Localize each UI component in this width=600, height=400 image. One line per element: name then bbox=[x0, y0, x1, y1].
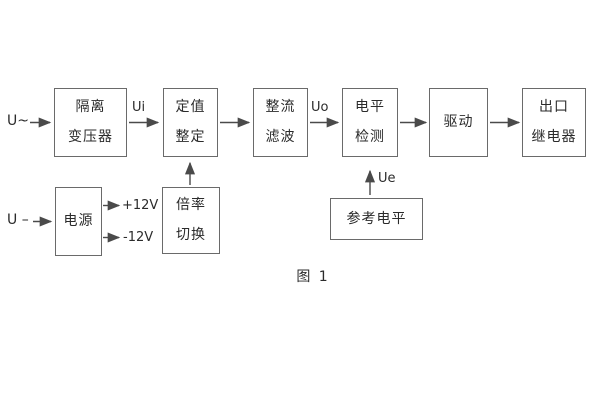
label-ui: Ui bbox=[132, 100, 146, 115]
block-isolation-transformer: 隔离 变压器 bbox=[54, 88, 127, 157]
block-setting-adjust: 定值 整定 bbox=[163, 88, 218, 157]
block-label: 出口 bbox=[539, 99, 569, 115]
label-minus-12v: -12V bbox=[123, 230, 154, 245]
block-label: 驱动 bbox=[443, 114, 474, 130]
block-label: 电平 bbox=[355, 99, 385, 115]
block-level-detect: 电平 检测 bbox=[342, 88, 398, 157]
block-label: 整流 bbox=[265, 99, 296, 115]
label-input-ac: U~ bbox=[7, 113, 29, 129]
label-uo: Uo bbox=[311, 100, 329, 115]
figure-caption: 图 1 bbox=[296, 269, 330, 285]
label-input-dc: U – bbox=[7, 212, 29, 228]
block-label: 切换 bbox=[176, 227, 206, 243]
block-rectify-filter: 整流 滤波 bbox=[253, 88, 308, 157]
block-label: 变压器 bbox=[68, 129, 113, 145]
block-label: 倍率 bbox=[176, 197, 206, 213]
block-reference-level: 参考电平 bbox=[330, 198, 423, 240]
label-plus-12v: +12V bbox=[122, 198, 159, 213]
block-label: 电源 bbox=[63, 213, 94, 229]
block-drive: 驱动 bbox=[429, 88, 488, 157]
label-ue: Ue bbox=[378, 171, 396, 186]
block-label: 参考电平 bbox=[346, 210, 407, 227]
block-label: 检测 bbox=[355, 129, 385, 145]
block-label: 滤波 bbox=[265, 129, 296, 145]
block-output-relay: 出口 继电器 bbox=[522, 88, 586, 157]
block-label: 整定 bbox=[175, 129, 206, 145]
block-ratio-switch: 倍率 切换 bbox=[162, 187, 220, 254]
block-power-supply: 电源 bbox=[55, 187, 102, 256]
block-label: 继电器 bbox=[531, 129, 577, 145]
block-label: 隔离 bbox=[75, 99, 106, 115]
block-label: 定值 bbox=[175, 99, 206, 115]
